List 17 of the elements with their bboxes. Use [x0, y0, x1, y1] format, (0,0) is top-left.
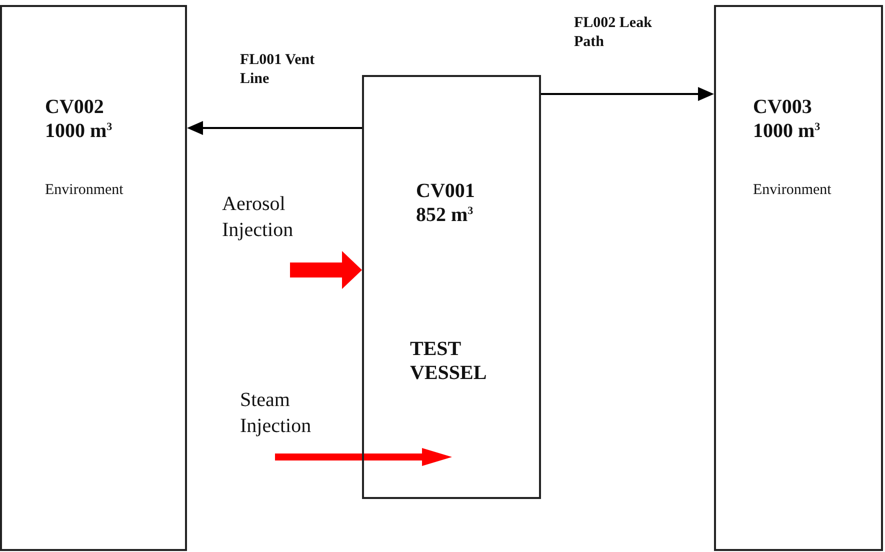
edge-label: FL001 Vent Line — [240, 51, 316, 89]
injection-arrow — [290, 251, 362, 289]
compartment-title: CV001 852 m$^{3}$ — [416, 179, 476, 227]
edge-label: Steam Injection — [240, 388, 312, 439]
compartment-title: CV002 1000 m$^{3}$ — [45, 95, 114, 143]
compartment-box — [0, 5, 187, 551]
compartment-box — [362, 75, 541, 499]
injection-arrow — [275, 448, 452, 466]
compartment-note: Environment — [753, 182, 832, 199]
flow-arrow — [541, 87, 714, 101]
compartment-title: CV003 1000 m$^{3}$ — [753, 95, 822, 143]
compartment-title: TEST VESSEL — [410, 337, 488, 385]
flow-arrow — [187, 121, 362, 135]
compartment-note: Environment — [45, 182, 124, 199]
compartment-box — [714, 5, 883, 551]
edge-label: Aerosol Injection — [222, 192, 294, 243]
edge-label: FL002 Leak Path — [574, 14, 653, 52]
